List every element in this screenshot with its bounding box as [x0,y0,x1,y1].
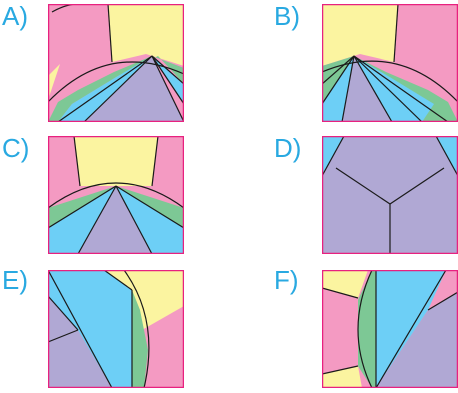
option-c-label: C) [2,133,30,163]
option-d-panel[interactable] [322,136,458,254]
option-b-panel[interactable] [322,4,458,122]
option-e-panel[interactable] [48,270,184,388]
option-a-panel[interactable] [48,4,184,122]
option-e-label: E) [2,265,28,295]
option-f-panel[interactable] [322,270,458,388]
option-d-label: D) [274,133,302,163]
option-a-label: A) [2,1,28,31]
option-b-label: B) [274,1,300,31]
option-c-panel[interactable] [48,136,184,254]
option-f-label: F) [274,265,299,295]
